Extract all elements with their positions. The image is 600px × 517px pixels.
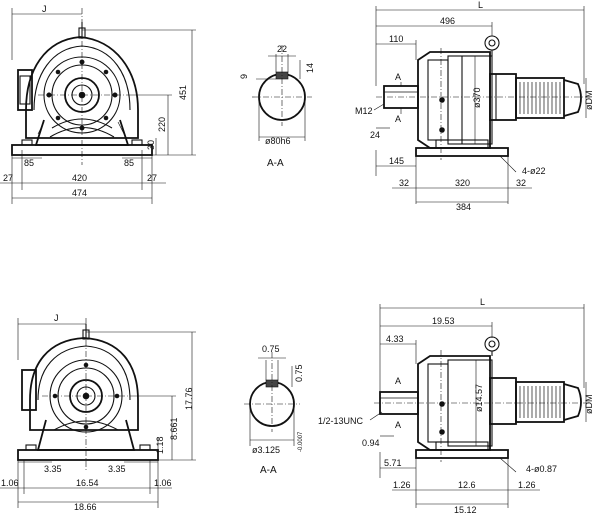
- dim-126-left: 1.26: [393, 480, 411, 490]
- metric-side-view: [376, 35, 590, 160]
- dim-126-right: 1.26: [518, 480, 536, 490]
- section-mark-a2: A: [395, 114, 401, 124]
- dim-433: 4.33: [386, 334, 404, 344]
- dim-27-left: 27: [3, 173, 13, 183]
- dim-14: 14: [305, 63, 315, 73]
- imperial-section-view: 0.75 0.75 ø3.125 -0.0007 A-A: [244, 344, 304, 476]
- dim-106-right: 1.06: [154, 478, 172, 488]
- dim-126: 12.6: [458, 480, 476, 490]
- dim-571: 5.71: [384, 458, 402, 468]
- section-title-aa: A-A: [267, 158, 284, 169]
- dim-075-width: 0.75: [262, 344, 280, 354]
- metric-front-view: [11, 8, 153, 165]
- motor-fins-bottom: [519, 386, 561, 418]
- dim-dia1457: ø14.57: [474, 384, 484, 412]
- dim-32-right: 32: [516, 178, 526, 188]
- dim-474: 474: [72, 188, 87, 198]
- dim-m12: M12: [355, 106, 373, 116]
- dim-110: 110: [389, 34, 403, 44]
- dim-holes: 4-ø22: [522, 166, 546, 176]
- dim-30: 30: [146, 140, 156, 150]
- dim-dia80: ø80h6: [265, 136, 291, 146]
- dim-075-height: 0.75: [294, 364, 304, 382]
- dim-unc: 1/2-13UNC: [318, 416, 364, 426]
- dim-220: 220: [157, 117, 167, 132]
- dim-dia370: ø370: [472, 87, 482, 108]
- motor-fins: [519, 82, 561, 114]
- section-mark-a1-bottom: A: [395, 376, 401, 386]
- dim-335-right: 3.35: [108, 464, 126, 474]
- dim-1776: 17.76: [184, 387, 194, 410]
- dim-384: 384: [456, 202, 471, 212]
- metric-section-view: 22 14 9 ø80h6 A-A: [239, 44, 315, 169]
- metric-side-dimensions: L 496 110 A A M12 24 ø370 øDM 145 4-ø22: [355, 0, 594, 212]
- section-title-aa-bottom: A-A: [260, 465, 277, 476]
- dim-320: 320: [455, 178, 470, 188]
- dim-22: 22: [277, 44, 287, 54]
- dim-j: J: [42, 4, 47, 14]
- dim-1512: 15.12: [454, 505, 477, 515]
- dim-tolerance: -0.0007: [298, 431, 304, 452]
- section-mark-a2-bottom: A: [395, 420, 401, 430]
- dim-dm: øDM: [584, 91, 594, 111]
- dim-094: 0.94: [362, 438, 380, 448]
- dim-85-right: 85: [124, 158, 134, 168]
- dim-118: 1.18: [155, 436, 165, 454]
- dim-335-left: 3.35: [44, 464, 62, 474]
- dim-24: 24: [370, 130, 380, 140]
- dim-85-left: 85: [24, 158, 34, 168]
- dim-L: L: [478, 0, 483, 10]
- dim-1866: 18.66: [74, 502, 97, 512]
- dim-106-left: 1.06: [1, 478, 19, 488]
- dim-dia3125: ø3.125: [252, 445, 280, 455]
- dim-9: 9: [239, 74, 249, 79]
- dim-145: 145: [389, 156, 404, 166]
- dim-j-bottom: J: [54, 313, 59, 323]
- imperial-side-view: [374, 336, 590, 462]
- imperial-front-view: [17, 318, 159, 470]
- section-mark-a1: A: [395, 72, 401, 82]
- dim-holes-bottom: 4-ø0.87: [526, 464, 557, 474]
- dim-32-left: 32: [399, 178, 409, 188]
- dim-451: 451: [178, 85, 188, 100]
- dim-8661: 8.661: [169, 417, 179, 440]
- dim-496: 496: [440, 16, 455, 26]
- dim-dm-bottom: øDM: [584, 395, 594, 415]
- dim-1654: 16.54: [76, 478, 99, 488]
- dim-L-bottom: L: [480, 297, 485, 307]
- imperial-front-dimensions: J 17.76 8.661 1.18 3.35 3.35 1.06 16.54 …: [0, 313, 196, 512]
- dim-1953: 19.53: [432, 316, 455, 326]
- metric-front-dimensions: J 451 220 30 85 85 27 420 27 474: [0, 4, 196, 204]
- dim-420: 420: [72, 173, 87, 183]
- imperial-side-dimensions: L 19.53 4.33 A A 1/2-13UNC 0.94 ø14.57 ø…: [318, 297, 594, 515]
